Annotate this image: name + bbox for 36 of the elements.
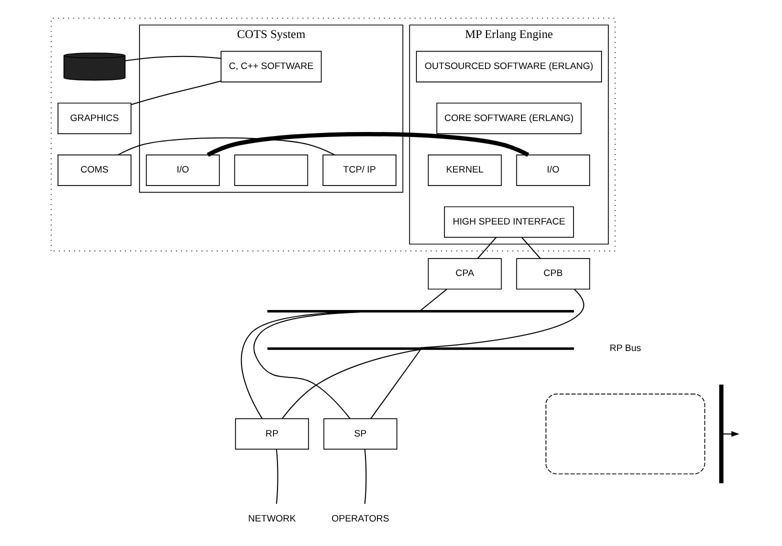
node-box [234,154,308,186]
connector [117,137,334,156]
connector [240,312,343,419]
node-box: CORE SOFTWARE (ERLANG) [436,102,582,134]
connector [364,449,366,504]
label: RP Bus [609,342,641,353]
node-box: GRAPHICS [57,102,131,134]
node-box: TCP/ IP [322,154,396,186]
node-box: COMS [57,154,131,186]
node-box: I/O [516,154,590,186]
node-box: C, C++ SOFTWARE [220,50,322,82]
node-bar [266,347,574,350]
node-box [545,394,705,474]
arrow [722,431,739,437]
node-box: HIGH SPEED INTERFACE [444,206,574,238]
node-text: NETWORK [248,514,296,524]
node-bracket [718,384,723,484]
node-box: RP [234,418,308,450]
node-box: OUTSOURCED SOFTWARE (ERLANG) [415,50,602,82]
connector [252,312,360,419]
node-box: I/O [145,154,220,186]
connector [124,56,221,62]
node-box: KERNEL [427,154,502,186]
connector [370,349,421,419]
connector [130,80,221,106]
connector [206,132,529,157]
connector [275,449,278,504]
node-bar [266,310,574,312]
connector [420,288,447,311]
cluster [50,18,616,252]
connector [281,348,420,419]
node-box: SP [322,418,397,450]
node-text: OPERATORS [330,514,389,524]
node-box: CPA [427,258,502,290]
connector [420,289,584,348]
node-box: CPB [516,258,590,290]
